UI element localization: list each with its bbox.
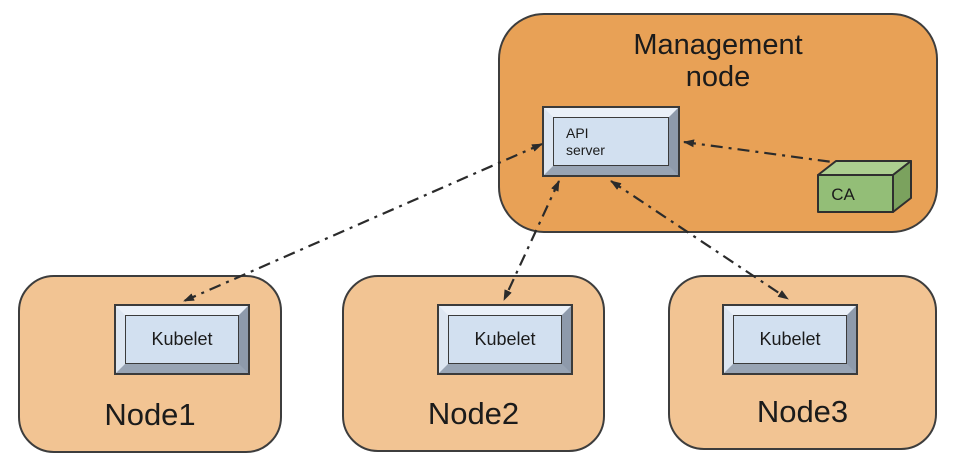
kubelet-label-node1: Kubelet xyxy=(151,329,213,349)
kubelet-box-node2-frame: Kubelet xyxy=(439,306,571,373)
kubelet-box-node3-panel: Kubelet xyxy=(733,315,847,364)
node2: Kubelet Node2 xyxy=(342,275,605,452)
kubelet-box-node1-frame: Kubelet xyxy=(116,306,248,373)
node3: Kubelet Node3 xyxy=(668,275,937,450)
api-server-box-panel: API server xyxy=(553,117,669,166)
kubelet-box-node2: Kubelet xyxy=(437,304,573,375)
node3-label: Node3 xyxy=(756,394,849,429)
kubelet-box-node2-panel: Kubelet xyxy=(448,315,562,364)
kubelet-label-node2: Kubelet xyxy=(474,329,536,349)
kubelet-box-node1: Kubelet xyxy=(114,304,250,375)
kubelet-box-node3: Kubelet xyxy=(722,304,858,375)
kubelet-label-node3: Kubelet xyxy=(759,329,821,349)
node1-label: Node1 xyxy=(104,397,196,432)
api-server-box: API server xyxy=(542,106,680,177)
kubelet-box-node1-panel: Kubelet xyxy=(125,315,239,364)
api-server-label: API server xyxy=(566,124,605,158)
node1: Kubelet Node1 xyxy=(18,275,282,453)
node2-label: Node2 xyxy=(427,396,520,431)
management-node-label: Management node xyxy=(633,29,803,94)
api-server-box-frame: API server xyxy=(544,108,678,175)
kubelet-box-node3-frame: Kubelet xyxy=(724,306,856,373)
